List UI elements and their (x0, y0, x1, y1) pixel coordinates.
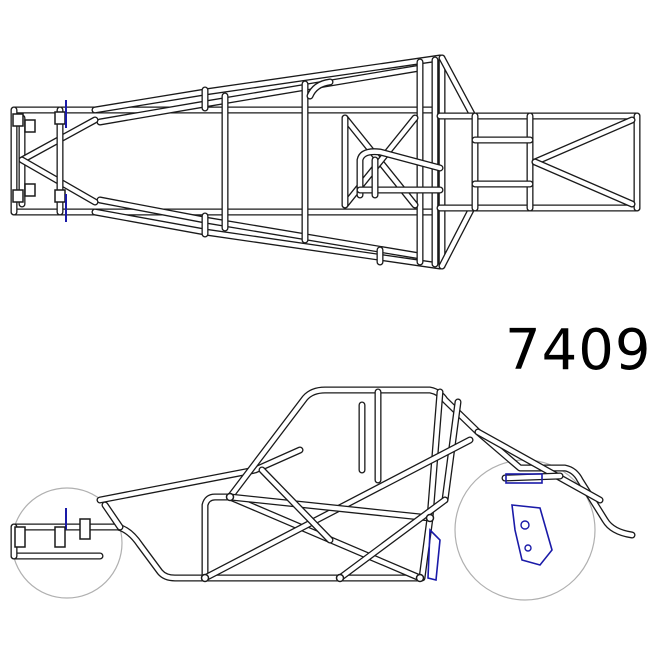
rear-trailing-arm (505, 473, 553, 566)
frame-tube-top (531, 116, 636, 166)
tube-joint (415, 573, 425, 583)
mount-bracket (12, 113, 24, 127)
frame-tube-side (418, 388, 444, 582)
frame-tube-top (91, 54, 444, 114)
part-number-label: 7409 (505, 318, 650, 383)
mount-bracket (24, 119, 36, 133)
frame-tube-side (258, 466, 334, 544)
tube-joint (335, 573, 345, 583)
side-view (10, 386, 636, 601)
frame-tube-top (96, 64, 424, 126)
mount-bracket (24, 183, 36, 197)
frame-tube-top (531, 158, 636, 208)
tube-joint (425, 513, 435, 523)
frame-tube-side (474, 428, 604, 504)
frame-tube-side (336, 496, 449, 582)
frame-tube-side (226, 493, 434, 522)
mount-bracket (14, 526, 26, 548)
top-view (10, 54, 641, 270)
mount-bracket (12, 189, 24, 203)
mount-bracket (54, 189, 66, 203)
frame-tube-top (438, 204, 476, 270)
mount-bracket (79, 518, 91, 540)
frame-tube-side (101, 501, 124, 531)
frame-tube-top (438, 54, 476, 118)
mount-bracket (54, 526, 66, 548)
frame-tube-side (96, 446, 304, 504)
tube-joint (225, 492, 235, 502)
frame-tube-top (306, 78, 334, 100)
frame-tube-top (96, 196, 424, 260)
frame-tube-top (356, 148, 444, 199)
frame-tube-side (201, 493, 234, 582)
tube-joint (200, 573, 210, 583)
shock-mount (427, 528, 441, 582)
frame-tube-side (501, 472, 564, 482)
rear-wheel-outline (454, 459, 596, 601)
frame-tube-top (91, 208, 444, 270)
mount-bracket (54, 111, 66, 125)
frame-tube-side (10, 523, 424, 582)
